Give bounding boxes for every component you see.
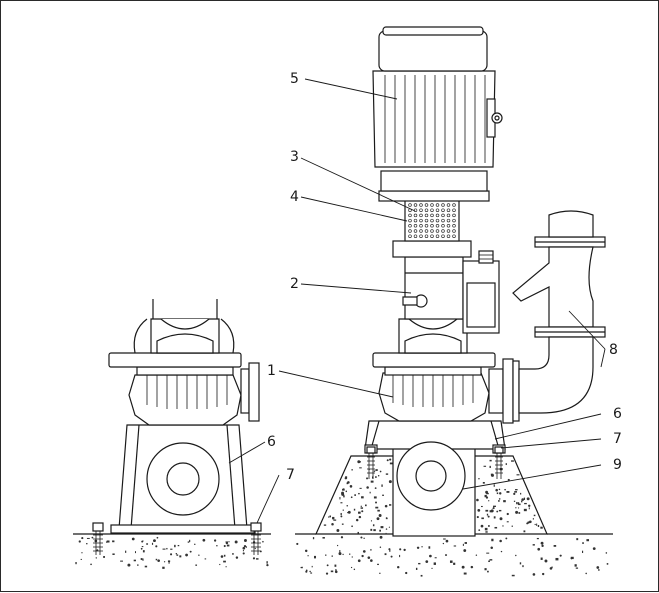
callout-8: 8 (609, 342, 618, 358)
callout-2: 2 (290, 276, 299, 292)
pump-casing-left (108, 299, 260, 426)
callout-labels: 5 3 4 2 1 6 7 9 8 6 7 (267, 71, 622, 483)
pump-stand-left (110, 424, 256, 534)
callout-3: 3 (290, 149, 299, 165)
perforated-screen (408, 203, 456, 238)
callout-1: 1 (267, 363, 276, 379)
coupling-guard (378, 190, 490, 258)
anchor-bolt-left-2 (250, 522, 262, 555)
anchor-bolt-right-2 (494, 446, 504, 479)
bracket-lantern (398, 250, 500, 354)
anchor-bolt-left-1 (92, 522, 104, 555)
discharge-piping (512, 210, 606, 414)
callout-9: 9 (613, 457, 622, 473)
ground-concrete-texture (75, 535, 609, 577)
motor (372, 26, 503, 192)
callout-4: 4 (290, 189, 299, 205)
callout-5: 5 (290, 71, 299, 87)
leader-lines (228, 78, 606, 524)
pump-stand-right (364, 420, 506, 511)
anchor-bolt-right-1 (366, 446, 376, 479)
pump-casing-right (372, 352, 520, 424)
callout-6-right: 6 (613, 406, 622, 422)
callout-7-right: 7 (613, 431, 622, 447)
callout-6-left: 6 (267, 434, 276, 450)
callout-7-left: 7 (286, 467, 295, 483)
